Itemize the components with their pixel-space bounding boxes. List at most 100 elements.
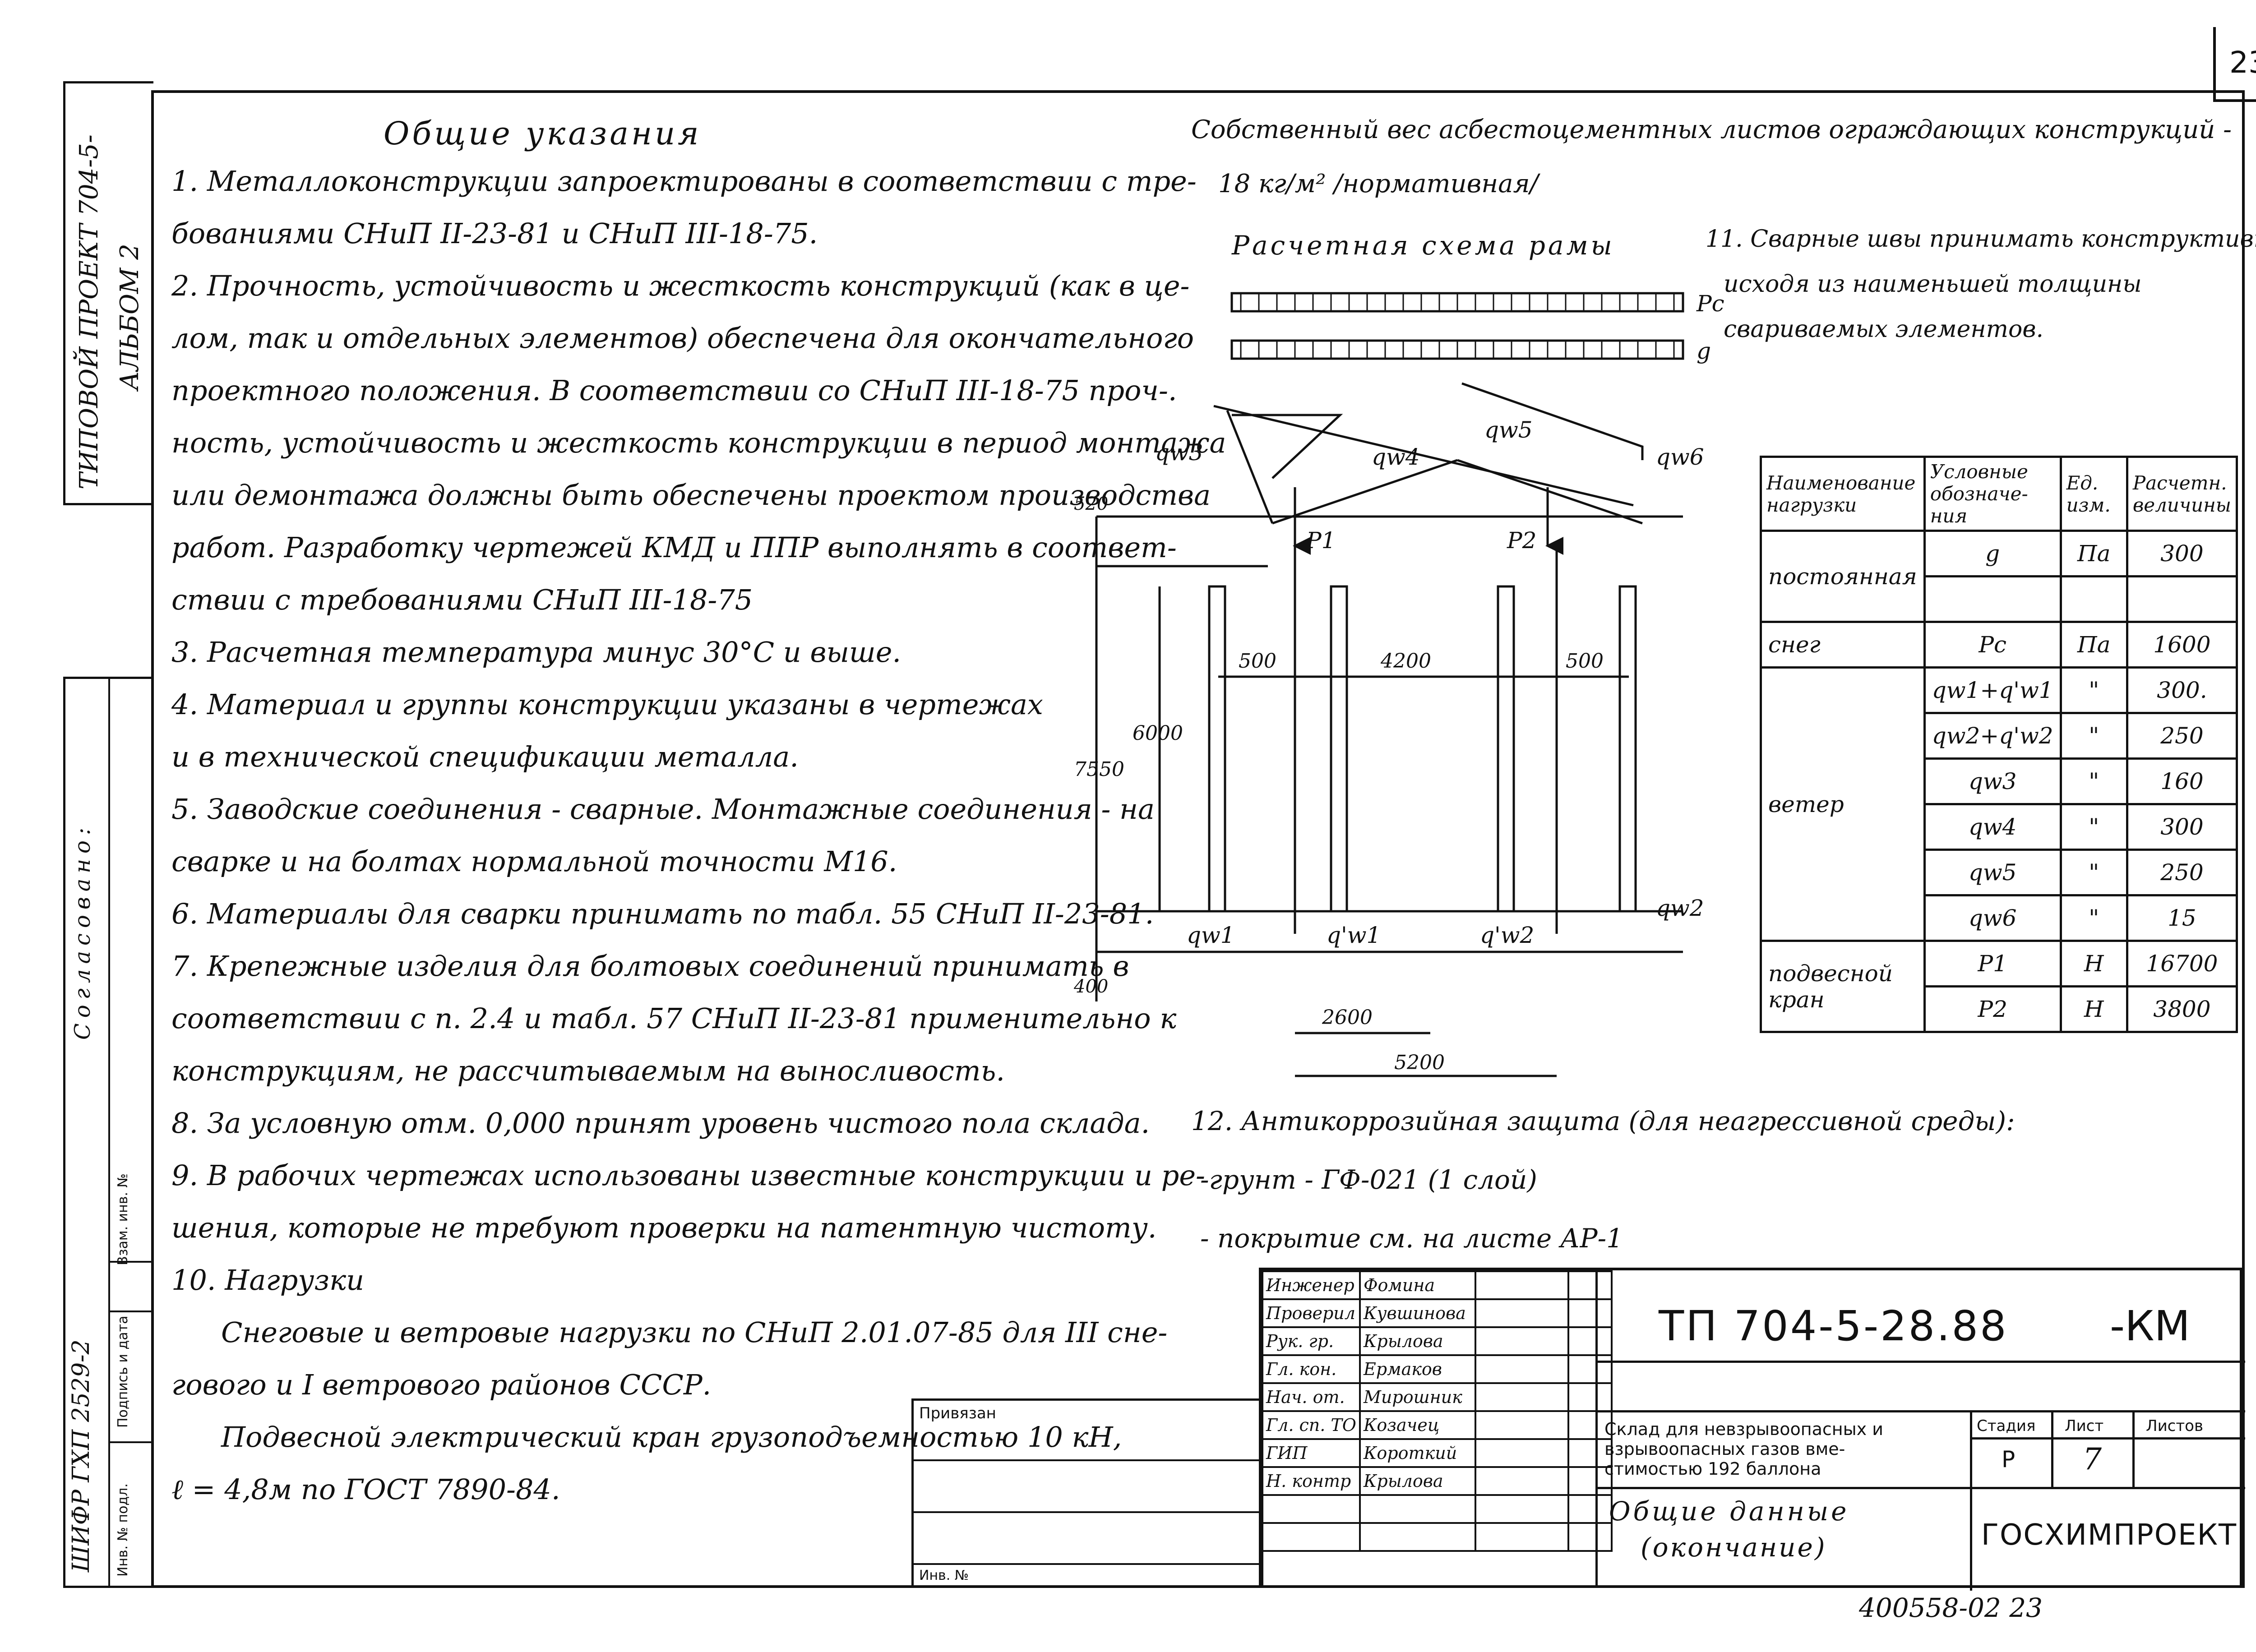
note-line: ность, устойчивость и жесткость конструк… (171, 426, 1226, 459)
note-line: ствии с требованиями СНиП III-18-75 (171, 583, 753, 616)
sign-date-label: Подпись и дата (115, 1315, 131, 1428)
sheets-label: Листов (2146, 1417, 2204, 1435)
label-pc: Pc (1696, 291, 1724, 317)
dim-400: 400 (1073, 976, 1108, 997)
attached-inv-label: Инв. № (919, 1568, 969, 1583)
label-qw4: qw4 (1372, 444, 1420, 470)
signer-row (1262, 1494, 1613, 1524)
dim-500-left: 500 (1239, 650, 1276, 673)
label-qw3: qw3 (1155, 439, 1203, 466)
drawing-mark: -КМ (2110, 1302, 2190, 1350)
tb-divider (1970, 1410, 1972, 1591)
note-11: 11. Сварные швы принимать конструктивно … (1706, 217, 2256, 352)
dim-6000: 6000 (1133, 722, 1183, 745)
note-line: работ. Разработку чертежей КМД и ППР вып… (171, 531, 1177, 564)
row-unit: " (2059, 712, 2128, 760)
row-unit: Па (2059, 621, 2128, 669)
row-value: 300. (2126, 666, 2238, 714)
note-line: проектного положения. В соответствии со … (171, 374, 1177, 407)
row-value: 16700 (2126, 940, 2238, 988)
note-line: 3. Расчетная температура минус 30°С и вы… (171, 636, 901, 669)
stage-value: Р (2002, 1446, 2016, 1472)
sheet-title-2: (окончание) (1641, 1532, 1827, 1563)
row-value: 3800 (2126, 985, 2238, 1033)
dim-500-right: 500 (1566, 650, 1604, 673)
label-qw2: qw2 (1656, 895, 1704, 921)
column-2 (1330, 585, 1348, 913)
row-symbol: g (1923, 530, 2062, 577)
wind-load-right (1461, 382, 1644, 460)
attached-divider (914, 1563, 1261, 1565)
signer-role: Гл. сп. ТО (1262, 1410, 1361, 1440)
loads-table: Наименование нагрузки Условные обозначе-… (1760, 456, 2238, 1033)
note-line: 5. Заводские соединения - сварные. Монта… (171, 793, 1155, 826)
column-3 (1497, 585, 1515, 913)
wind-load-left (1232, 414, 1343, 479)
self-weight-line1: Собственный вес асбестоцементных листов … (1191, 115, 2232, 144)
general-notes: 1. Металлоконструкции запроектированы в … (171, 165, 1226, 1545)
row-unit: Н (2059, 940, 2128, 988)
note-line: соответствии с п. 2.4 и табл. 57 СНиП II… (171, 1002, 1177, 1035)
signer-row: Рук. гр.Крылова (1262, 1326, 1613, 1356)
row-unit: " (2059, 849, 2128, 896)
row-value: 160 (2126, 757, 2238, 805)
signer-name: Козачец (1359, 1410, 1476, 1440)
object-name: Склад для невзрывоопасных и взрывоопасны… (1604, 1419, 1883, 1479)
note-11-line: свариваемых элементов. (1724, 316, 2044, 343)
cipher-label: ШИФР ГХП 2529-2 (68, 1339, 95, 1572)
signer-name: Крылова (1359, 1326, 1476, 1356)
note-line: Подвесной электрический кран грузоподъем… (221, 1421, 1122, 1454)
signer-role: Н. контр (1262, 1466, 1361, 1496)
note-line: и в технической спецификации металла. (171, 740, 799, 773)
attached-label: Привязан (919, 1404, 996, 1422)
roof-ridge-left (1272, 459, 1458, 525)
label-p1: P1 (1306, 527, 1336, 554)
table-row: qw2+q'w2 " 250 (1761, 712, 2238, 760)
attached-divider (914, 1459, 1261, 1461)
note-line: бованиями СНиП II-23-81 и СНиП III-18-75… (171, 217, 818, 250)
note-line: 9. В рабочих чертежах использованы извес… (171, 1159, 1206, 1192)
label-qw6: qw6 (1656, 444, 1704, 470)
tb-divider (1595, 1270, 1598, 1585)
note-line: 10. Нагрузки (171, 1264, 365, 1297)
signer-row: Нач. от.Мирошник (1262, 1382, 1613, 1412)
signer-role: Рук. гр. (1262, 1326, 1361, 1356)
dim-7550: 7550 (1074, 758, 1124, 781)
row-value: 250 (2126, 712, 2238, 760)
note-line: или демонтажа должны быть обеспечены про… (171, 479, 1211, 512)
label-g: g (1697, 338, 1711, 364)
row-symbol: qw6 (1923, 894, 2062, 942)
note-line: сварке и на болтах нормальной точности М… (171, 845, 897, 878)
signer-sign (1475, 1410, 1569, 1440)
row-symbol: qw1+q'w1 (1923, 666, 2062, 714)
roof-rafter (1213, 405, 1634, 507)
note-12: 12. Антикоррозийная защита (для неагресс… (1191, 1092, 2015, 1268)
column-1 (1208, 585, 1226, 913)
note-line: 1. Металлоконструкции запроектированы в … (171, 165, 1197, 198)
row-name: постоянная (1760, 530, 1926, 623)
signer-name: Ермаков (1359, 1354, 1476, 1384)
note-line: гового и I ветрового районов СССР. (171, 1368, 712, 1401)
agreed-label: Согласовано: (70, 822, 95, 1040)
label-q1w2: q'w2 (1480, 922, 1534, 948)
load-hatching (1240, 293, 1675, 359)
signer-role: Проверил (1262, 1298, 1361, 1328)
signer-sign (1475, 1382, 1569, 1412)
tb-divider (2132, 1410, 2135, 1487)
row-name: подвесной кран (1760, 940, 1926, 1033)
loads-table-header: Наименование нагрузки Условные обозначе-… (1760, 456, 2238, 532)
note-line: 6. Материалы для сварки принимать по таб… (171, 897, 1154, 930)
dim-5200: 5200 (1394, 1051, 1445, 1074)
row-unit: Н (2059, 985, 2128, 1033)
self-weight-line2: 18 кг/м² /нормативная/ (1218, 169, 1539, 198)
table-row: постоянная g Па 300 (1760, 530, 2238, 623)
row-unit: " (2059, 757, 2128, 805)
organization-name: ГОСХИМПРОЕКТ (1981, 1518, 2238, 1552)
roof-left-slope (1226, 410, 1274, 524)
note-line: Снеговые и ветровые нагрузки по СНиП 2.0… (221, 1316, 1168, 1349)
